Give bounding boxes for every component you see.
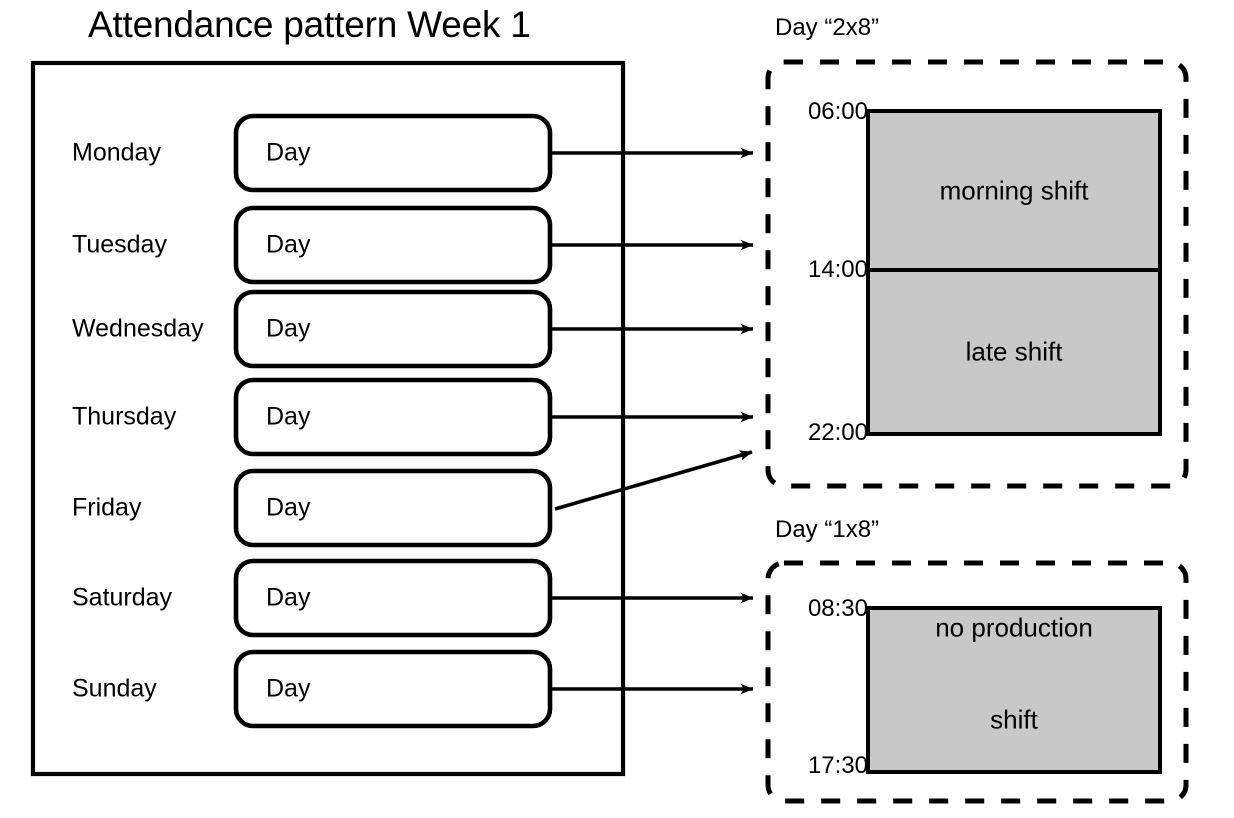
day-box-label-wednesday[interactable]: Day (266, 314, 311, 343)
shift-label-no-production-line2: shift (990, 704, 1038, 735)
day-model-title-2x8: Day “2x8” (775, 14, 880, 41)
day-box-label-saturday[interactable]: Day (266, 583, 311, 612)
shift-label-morning: morning shift (939, 175, 1089, 206)
shift-block-morning (866, 109, 1162, 272)
shift-label-late: late shift (965, 336, 1063, 367)
shift-block-no-production (866, 606, 1162, 774)
day-box-label-sunday[interactable]: Day (266, 674, 311, 703)
day-label-wednesday: Wednesday (72, 314, 204, 343)
arrow-friday-to-2x8 (554, 450, 753, 511)
day-label-saturday: Saturday (72, 583, 173, 612)
day-box-label-friday[interactable]: Day (266, 493, 311, 522)
time-label-2x8-middle: 14:00 (807, 256, 868, 283)
time-label-1x8-start: 08:30 (807, 595, 868, 622)
day-label-sunday: Sunday (72, 674, 157, 703)
day-box-friday (233, 468, 553, 548)
shift-label-no-production: no production shift (935, 551, 1093, 796)
day-model-1x8-border (765, 560, 1189, 804)
day-label-monday: Monday (72, 138, 161, 167)
day-box-label-tuesday[interactable]: Day (266, 230, 311, 259)
day-box-label-thursday[interactable]: Day (266, 402, 311, 431)
time-label-2x8-start: 06:00 (807, 98, 868, 125)
page-title: Attendance pattern Week 1 (88, 4, 531, 45)
mapping-arrows (550, 147, 754, 695)
day-label-thursday: Thursday (72, 402, 177, 431)
time-label-1x8-end: 17:30 (807, 752, 868, 779)
day-box-label-monday[interactable]: Day (266, 138, 311, 167)
day-label-friday: Friday (72, 493, 142, 522)
day-model-title-1x8: Day “1x8” (775, 516, 880, 543)
shift-label-no-production-line1: no production (935, 612, 1093, 643)
time-label-2x8-end: 22:00 (807, 419, 868, 446)
day-model-2x8-border (765, 59, 1189, 489)
day-label-tuesday: Tuesday (72, 230, 167, 259)
shift-block-late (866, 268, 1162, 436)
